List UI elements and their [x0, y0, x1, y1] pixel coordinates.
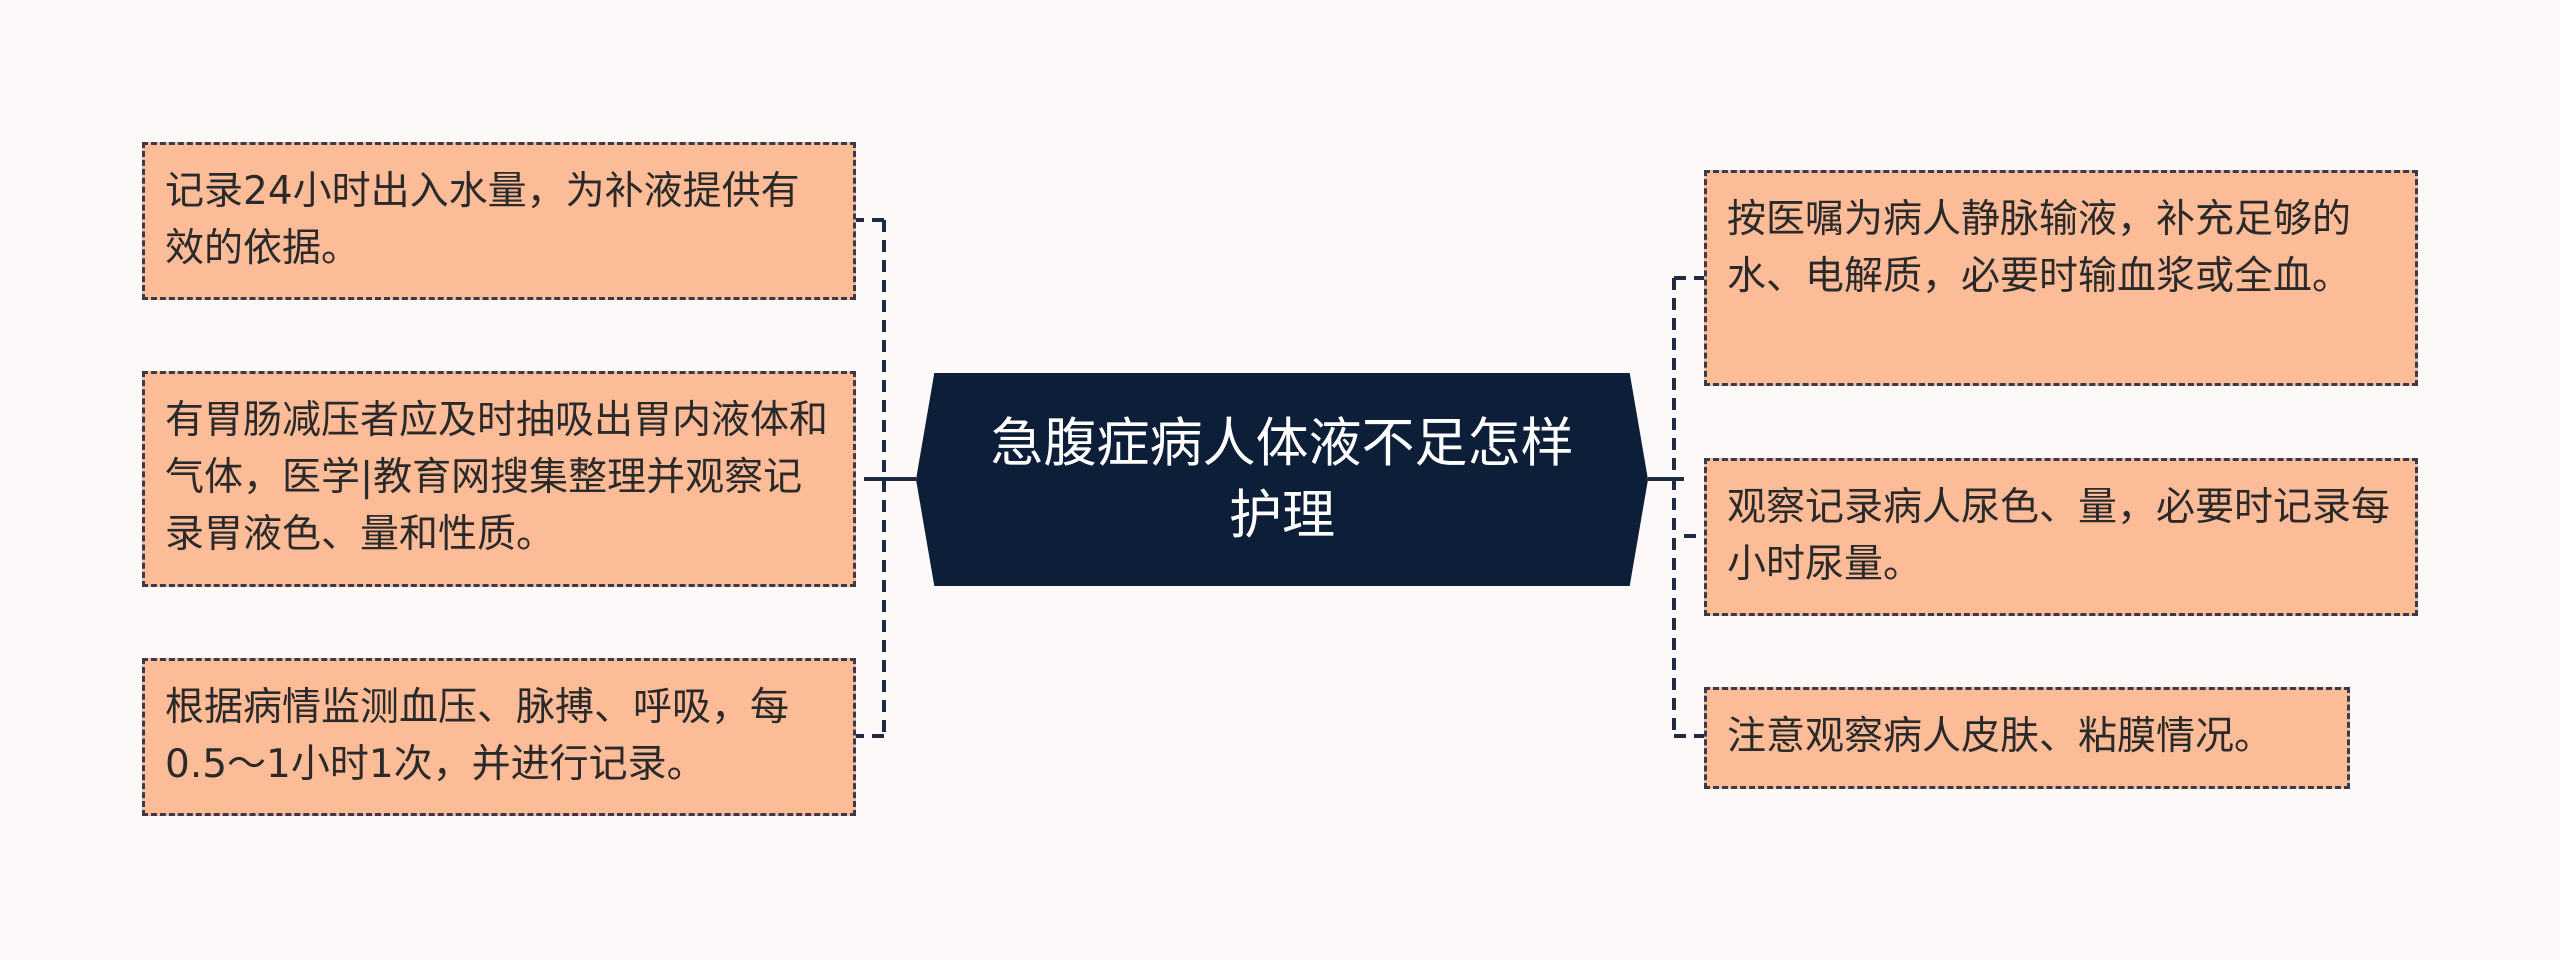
right-branch-node-1[interactable]: 按医嘱为病人静脉输液，补充足够的水、电解质，必要时输血浆或全血。	[1704, 170, 2418, 386]
left-branch-node-1[interactable]: 记录24小时出入水量，为补液提供有效的依据。	[142, 142, 856, 300]
left-branch-text-2: 有胃肠减压者应及时抽吸出胃内液体和气体，医学|教育网搜集整理并观察记录胃液色、量…	[165, 398, 829, 557]
left-branch-text-3: 根据病情监测血压、脉搏、呼吸，每0.5～1小时1次，并进行记录。	[165, 685, 790, 787]
left-branch-node-3[interactable]: 根据病情监测血压、脉搏、呼吸，每0.5～1小时1次，并进行记录。	[142, 658, 856, 816]
right-branch-text-3: 注意观察病人皮肤、粘膜情况。	[1727, 714, 2274, 759]
left-branch-text-1: 记录24小时出入水量，为补液提供有效的依据。	[165, 169, 800, 271]
central-topic-node[interactable]: 急腹症病人体液不足怎样护理	[916, 373, 1648, 586]
right-branch-node-2[interactable]: 观察记录病人尿色、量，必要时记录每小时尿量。	[1704, 458, 2418, 616]
right-branch-text-1: 按医嘱为病人静脉输液，补充足够的水、电解质，必要时输血浆或全血。	[1727, 197, 2352, 299]
left-branch-node-2[interactable]: 有胃肠减压者应及时抽吸出胃内液体和气体，医学|教育网搜集整理并观察记录胃液色、量…	[142, 371, 856, 587]
right-branch-node-3[interactable]: 注意观察病人皮肤、粘膜情况。	[1704, 687, 2350, 789]
right-branch-text-2: 观察记录病人尿色、量，必要时记录每小时尿量。	[1727, 485, 2391, 587]
central-topic-label: 急腹症病人体液不足怎样护理	[990, 412, 1574, 546]
